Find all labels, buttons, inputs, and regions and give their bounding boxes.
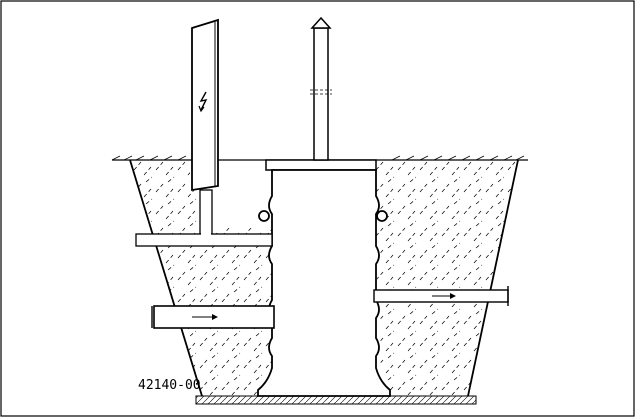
shaft-body — [257, 169, 391, 397]
seal-ring-right — [376, 210, 388, 222]
seal-ring-left — [258, 210, 270, 222]
drawing-reference-number: 42140-00 — [138, 378, 201, 393]
outlet-pipe — [373, 286, 509, 306]
excavation-wall-left — [129, 159, 203, 397]
inlet-pipe — [151, 305, 275, 329]
lightning-bolt-icon — [198, 91, 208, 113]
electrical-control-panel — [191, 18, 219, 192]
vent-pipe — [310, 16, 332, 161]
base-layer — [195, 395, 477, 405]
soil-backfill-right — [372, 160, 518, 395]
cover-slab — [265, 159, 377, 171]
cable-conduit — [135, 189, 273, 247]
excavation-wall-right — [467, 159, 519, 397]
soil-backfill-left — [130, 160, 272, 395]
